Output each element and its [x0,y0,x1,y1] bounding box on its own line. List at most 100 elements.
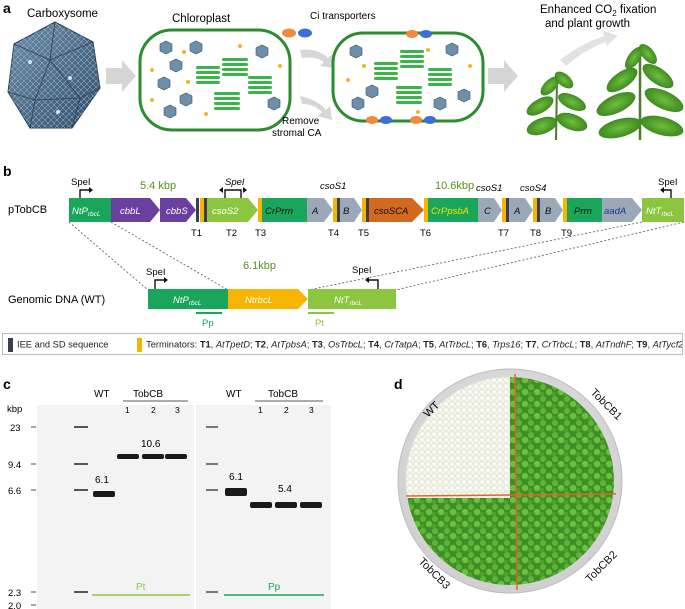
svg-text:SpeI: SpeI [146,267,166,278]
blot-left-bands [93,454,187,497]
carboxysome-image [7,21,101,129]
legend-term-1: T1, AtTpetD; [199,339,256,350]
blot-left-ladder [74,426,88,593]
blot-left [37,405,194,609]
arrow-shape [488,60,518,92]
svg-text:6.6: 6.6 [8,486,21,497]
svg-text:Prrn: Prrn [574,206,592,217]
arrow-shape [300,49,334,68]
size-label-61: 6.1kbp [243,260,276,272]
panel-a-label: a [3,0,11,16]
lane-wt-left: WT [94,389,110,400]
svg-text:T2: T2 [226,228,237,239]
csos1-label-2: csoS1 [476,183,502,194]
legend-iee: IEE and SD sequence [17,339,109,350]
legend-term-8: T8, AtTndhF; [579,339,637,350]
chloroplast-1 [138,28,292,132]
probe-pt: Pt [308,312,334,329]
legend-term-4: T4, CrTatpA; [368,339,424,350]
arrow-shape [300,96,332,120]
homology-dashed-lines [68,221,685,291]
lane-left-1: 1 [125,405,130,415]
svg-text:B: B [343,206,350,217]
panel-d-label: d [394,376,403,392]
genomic-construct: NtPrbcL NtrbcL NtTrbcL [148,289,396,309]
svg-text:C: C [484,206,491,217]
genomic-label: Genomic DNA (WT) [8,294,105,306]
size-label-106: 10.6kbp [435,180,474,192]
marker-labels: 23 9.4 6.6 2.3 2.0 [8,423,21,609]
svg-text:A: A [513,206,520,217]
petri-dish-image [397,368,623,594]
iee-swatch [8,337,13,352]
svg-text:NtTrbcL: NtTrbcL [334,295,362,307]
svg-text:NtTrbcL: NtTrbcL [646,206,674,218]
transporter-orange-icon [282,28,296,38]
blot-right-ladder [206,426,218,593]
lane-group-left: TobCB [133,389,163,400]
svg-text:T8: T8 [530,228,541,239]
svg-text:NtPrbcL: NtPrbcL [72,206,101,218]
svg-text:9.4: 9.4 [8,460,21,471]
svg-text:csoSCA: csoSCA [374,206,408,217]
svg-text:SpeI: SpeI [352,265,372,276]
csos1-label-1: csoS1 [320,181,346,192]
remove-ca-label-1: Remove [282,116,320,127]
svg-text:T7: T7 [498,228,509,239]
svg-text:CrPrrn: CrPrrn [265,206,293,217]
probe-right-label: Pp [268,582,281,593]
panel-c-label: c [3,376,11,392]
panel-b-label: b [3,163,12,179]
svg-text:NtrbcL: NtrbcL [245,295,273,306]
svg-text:Pp: Pp [202,318,214,329]
band-right-cb-label: 5.4 [278,484,292,495]
svg-text:SpeI: SpeI [225,177,245,188]
arrow-shape [560,30,618,66]
enhanced-text-2: and plant growth [545,18,630,30]
enhanced-text-1: Enhanced CO2 fixation [540,4,656,18]
blot-right-bands [225,488,322,508]
arrow-shape [106,60,136,92]
svg-text:SpeI: SpeI [71,177,91,188]
spei-site-wt-1: SpeI [146,267,168,290]
carboxysome-title: Carboxysome [27,8,98,20]
plant-large-image [596,44,684,140]
svg-text:T4: T4 [328,228,339,239]
legend-term-7: T7, CrTrbcL; [525,339,580,350]
svg-text:cbbS: cbbS [166,206,188,217]
plant-small-image [526,71,588,141]
spei-site-1: SpeI [71,177,93,201]
svg-text:Pt: Pt [315,318,324,329]
svg-text:NtPrbcL: NtPrbcL [173,295,202,307]
legend-box: IEE and SD sequence Terminators: T1, AtT… [2,333,683,355]
kbp-label: kbp [7,404,22,415]
ci-transporters-label: Ci transporters [310,11,376,22]
lane-wt-right: WT [226,389,242,400]
chloroplast-title: Chloroplast [172,13,231,25]
terminator-labels: T1 T2 T3 T4 T5 T6 T7 T8 T9 [191,228,572,239]
spei-site-wt-2: SpeI [352,265,379,290]
chloroplast-2 [331,30,485,124]
lane-left-2: 2 [151,405,156,415]
legend-term-3: T3, OsTrbcL; [311,339,369,350]
lane-right-2: 2 [284,405,289,415]
ptobcb-construct: NtPrbcL cbbL cbbS csoS2 CrPrrn A B csoSC… [69,198,684,222]
spei-site-3: SpeI [658,177,678,201]
svg-text:T1: T1 [191,228,202,239]
svg-text:T5: T5 [358,228,369,239]
svg-text:A: A [311,206,318,217]
svg-text:2.0: 2.0 [8,601,21,609]
probe-left-label: Pt [136,582,146,593]
legend-term-9: T9, AtTycf2 [636,339,683,350]
transporter-blue-icon [298,28,312,38]
terminator-swatch [137,337,143,352]
size-label-54: 5.4 kbp [140,180,176,192]
band-right-wt-label: 6.1 [229,472,243,483]
spei-site-2: SpeI [219,177,247,201]
lane-right-1: 1 [258,405,263,415]
legend-term-5: T5, AtTrbcL; [423,339,477,350]
svg-text:aadA: aadA [604,206,626,217]
svg-text:CrPpsbA: CrPpsbA [431,206,469,217]
remove-ca-label-2: stromal CA [272,128,322,139]
